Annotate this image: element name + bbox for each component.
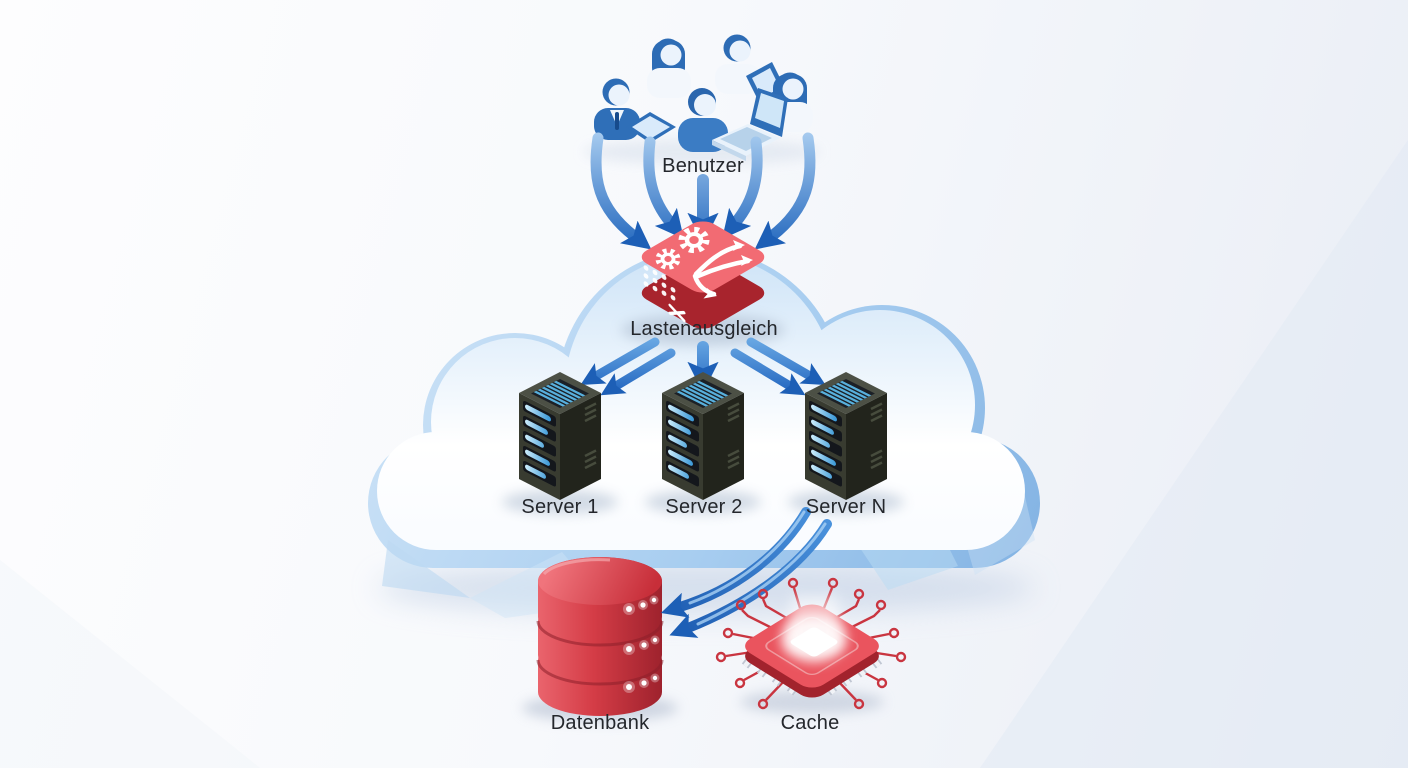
label-server-2: Server 2	[665, 496, 743, 518]
cache-chip-icon	[715, 577, 907, 714]
users-to-loadbalancer-arrows	[590, 132, 816, 250]
load-balancer-box-icon	[621, 221, 785, 346]
branch-arrows-icon	[692, 240, 753, 299]
server-towers	[502, 368, 904, 514]
label-load-balancer: Lastenausgleich	[630, 318, 778, 340]
gear-icon	[678, 226, 710, 254]
label-cache: Cache	[780, 712, 840, 734]
label-database: Datenbank	[550, 712, 650, 734]
user-figure-man-topright	[715, 34, 761, 94]
server-tower-icon	[519, 368, 601, 500]
user-figure-man-suit	[594, 78, 640, 140]
server-tower-icon	[805, 368, 887, 500]
servers-to-database-arrows	[660, 507, 832, 638]
user-figure-man-center	[678, 88, 728, 152]
database-cylinder-icon	[522, 557, 678, 722]
dot-grid-icon	[643, 265, 676, 301]
user-figure-woman-left	[647, 38, 691, 98]
label-users: Benutzer	[662, 155, 744, 177]
server-tower-icon	[662, 368, 744, 500]
tools-icon	[668, 303, 686, 323]
users-group-icon	[584, 34, 820, 165]
database-led-dots	[623, 595, 660, 693]
loadbalancer-to-servers-arrows	[580, 337, 826, 396]
background-facets	[0, 140, 1408, 768]
gear-icon	[655, 248, 681, 270]
label-server-1: Server 1	[521, 496, 599, 518]
label-server-n: Server N	[805, 496, 887, 518]
tablet-icon	[626, 112, 676, 143]
laptop-icon	[712, 88, 788, 161]
